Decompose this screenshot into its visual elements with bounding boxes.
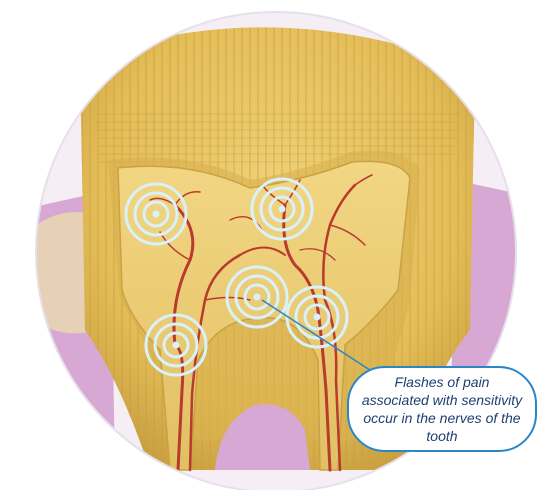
- pain-ring-icon: [146, 315, 206, 375]
- pain-ring-icon: [287, 287, 347, 347]
- pain-ring-icon: [227, 267, 287, 327]
- callout-box: Flashes of pain associated with sensitiv…: [347, 366, 537, 452]
- pain-ring-icon: [126, 184, 186, 244]
- pain-ring-icon: [252, 179, 312, 239]
- callout-text: Flashes of pain associated with sensitiv…: [361, 373, 523, 445]
